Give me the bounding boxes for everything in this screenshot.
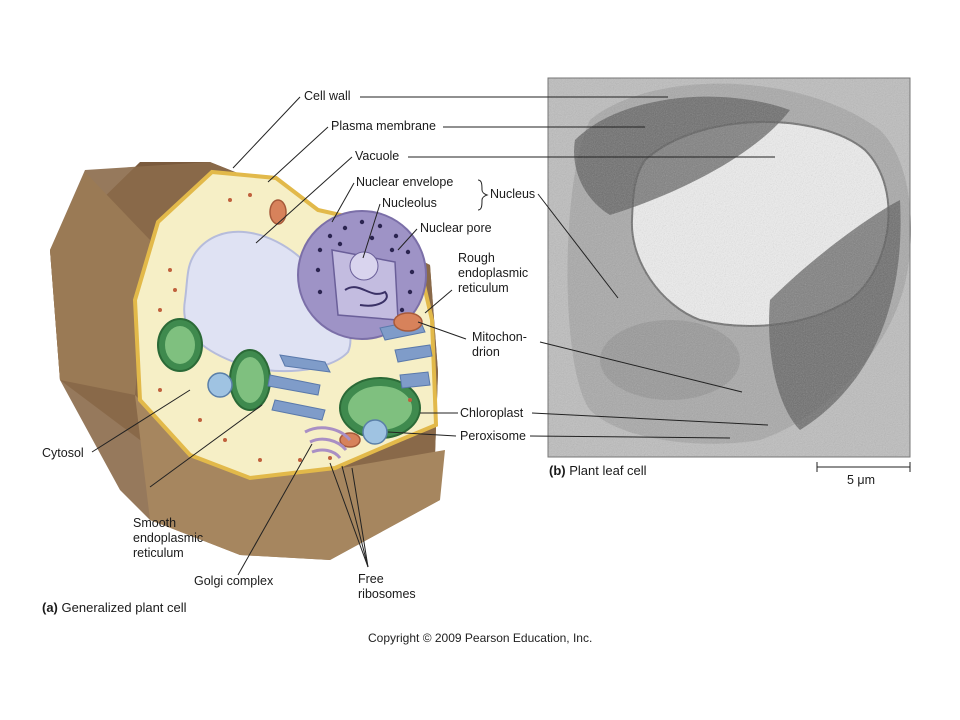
label-rough-er-3: reticulum	[458, 281, 509, 295]
label-chloroplast: Chloroplast	[460, 406, 524, 420]
label-vacuole: Vacuole	[355, 149, 400, 163]
label-mitochondrion-2: drion	[472, 345, 500, 359]
label-nuclear-envelope: Nuclear envelope	[356, 175, 454, 189]
label-mitochondrion-1: Mitochon-	[472, 330, 527, 344]
label-smooth-er-2: endoplasmic	[133, 531, 204, 545]
label-nucleolus: Nucleolus	[382, 196, 437, 210]
copyright: Copyright © 2009 Pearson Education, Inc.	[368, 631, 593, 645]
caption-b-letter: (b)	[549, 463, 566, 478]
label-smooth-er-1: Smooth	[133, 516, 177, 530]
label-free-ribosomes-2: ribosomes	[358, 587, 416, 601]
chloroplast-shapes	[157, 318, 421, 439]
caption-a-letter: (a)	[42, 600, 58, 615]
label-golgi-complex: Golgi complex	[194, 574, 274, 588]
label-nuclear-pore: Nuclear pore	[420, 221, 492, 235]
label-smooth-er-3: reticulum	[133, 546, 184, 560]
label-free-ribosomes-1: Free	[358, 572, 384, 586]
label-rough-er-1: Rough	[458, 251, 495, 265]
label-cytosol: Cytosol	[42, 446, 84, 460]
caption-a: (a) Generalized plant cell	[42, 600, 187, 615]
peroxisome-shape	[362, 419, 388, 445]
caption-b: (b) Plant leaf cell	[549, 463, 647, 478]
label-peroxisome: Peroxisome	[460, 429, 526, 443]
label-rough-er-2: endoplasmic	[458, 266, 529, 280]
ribosome-dots	[158, 193, 412, 462]
label-nucleus: Nucleus	[490, 187, 536, 201]
label-cell-wall: Cell wall	[304, 89, 351, 103]
label-plasma-membrane: Plasma membrane	[331, 119, 436, 133]
scale-bar-label: 5 μm	[847, 473, 876, 487]
nucleus-shape	[297, 210, 427, 340]
caption-b-text: Plant leaf cell	[569, 463, 647, 478]
golgi-shape	[304, 426, 352, 459]
caption-a-text: Generalized plant cell	[61, 600, 187, 615]
scale-bar	[816, 462, 911, 472]
